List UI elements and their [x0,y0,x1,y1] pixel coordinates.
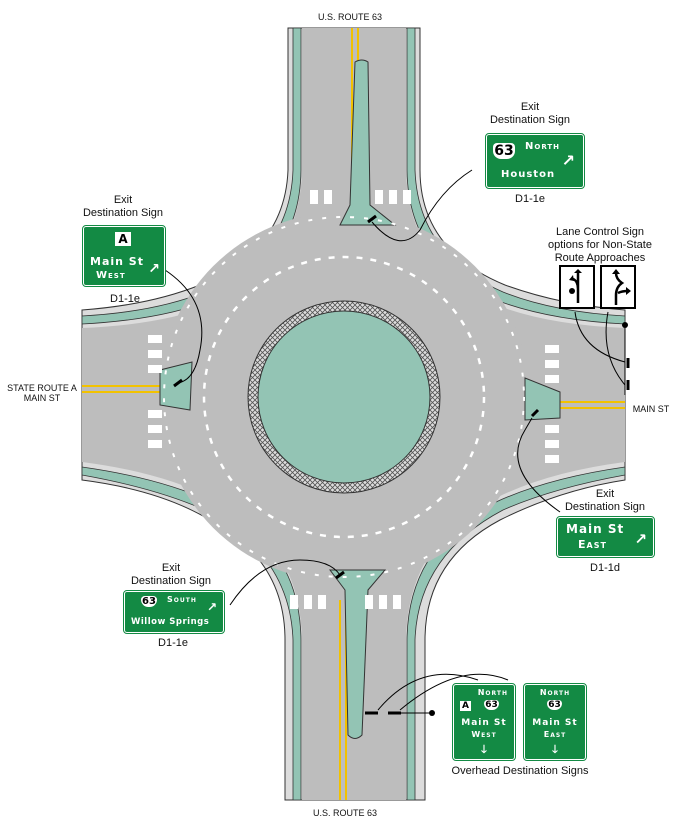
lane-control-sign-through-right [600,265,636,309]
crosswalks [148,190,559,609]
arrow-up-right-icon: ↗ [561,151,575,170]
yield-line [163,216,525,578]
overhead-sign-west: North A 63 Main St West 🡓 [452,683,516,761]
state-route-marker: A [115,232,131,246]
overhead-sign-east: North 63 Main St East 🡓 [523,683,587,761]
lane-line [202,255,486,539]
arrow-up-right-icon: ↗ [148,261,160,277]
west-exit-sign: A Main St West ↗ [82,225,166,287]
south-exit-sign: 63 South ↗ Willow Springs [123,590,225,634]
us-route-shield: 63 [484,700,499,710]
us-route-shield: 63 [547,700,562,710]
arrow-down-icon: 🡓 [481,743,487,756]
arrow-up-right-icon: ↗ [206,600,217,614]
east-exit-code: D1-1d [590,562,620,574]
road-label-east: MAIN ST [632,404,670,414]
us-route-shield: 63 [141,596,157,607]
north-exit-code: D1-1e [515,193,545,205]
post-dot [429,710,435,716]
lane-control-sign-left-through [559,265,595,309]
leader-lines [164,169,626,711]
central-island [257,310,431,484]
west-exit-code: D1-1e [110,293,140,305]
overhead-caption: Overhead Destination Signs [451,765,589,777]
east-exit-sign: Main St East ↗ [556,516,655,558]
us-route-shield: 63 [493,143,515,159]
sign-posts [173,214,630,715]
splitter-islands [159,59,561,739]
arrow-up-right-icon: ↗ [634,530,647,548]
arrow-down-icon: 🡓 [552,743,558,756]
state-route-marker: A [460,701,471,711]
road-label-north: U.S. ROUTE 63 [317,12,382,22]
road-label-south: U.S. ROUTE 63 [312,808,377,818]
north-exit-sign: 63 North ↗ Houston [485,133,585,189]
south-exit-code: D1-1e [158,637,188,649]
